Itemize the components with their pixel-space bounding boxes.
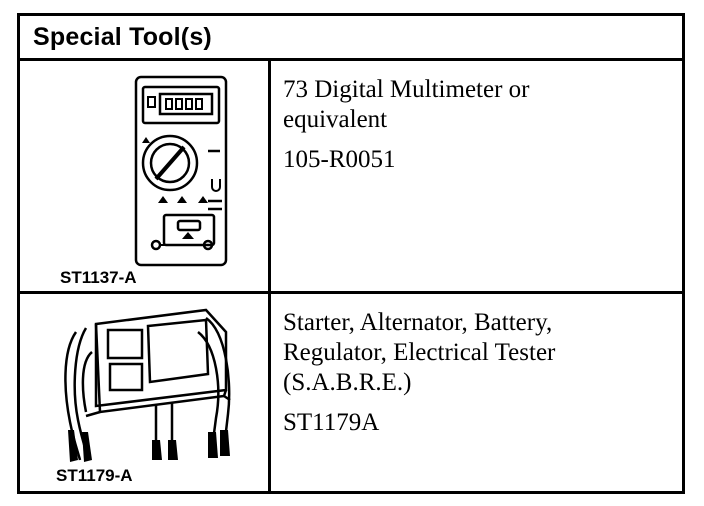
digital-multimeter-icon [134, 75, 228, 267]
sabre-tester-icon [64, 308, 231, 462]
tool-number: 105-R0051 [283, 146, 396, 173]
illustration-label: ST1179-A [56, 466, 133, 485]
illustration-label: ST1137-A [60, 268, 137, 287]
tool-description-cell: 73 Digital Multimeter or equivalent 105-… [271, 61, 682, 291]
table-header: Special Tool(s) [20, 16, 682, 61]
tool-name: Starter, Alternator, Battery, Regulator,… [283, 309, 556, 396]
tool-illustration-cell: ST1137-A [20, 61, 271, 291]
tool-name: 73 Digital Multimeter or equivalent [283, 76, 530, 133]
table-title: Special Tool(s) [33, 23, 212, 51]
tool-number: ST1179A [283, 409, 380, 436]
table-row: ST1137-A 73 Digital Multimeter or equiva… [20, 61, 682, 294]
tool-illustration-cell: ST1179-A [20, 294, 271, 491]
tool-description-cell: Starter, Alternator, Battery, Regulator,… [271, 294, 682, 491]
table-row: ST1179-A Starter, Alternator, Battery, R… [20, 294, 682, 491]
special-tools-table: Special Tool(s) [17, 13, 685, 494]
